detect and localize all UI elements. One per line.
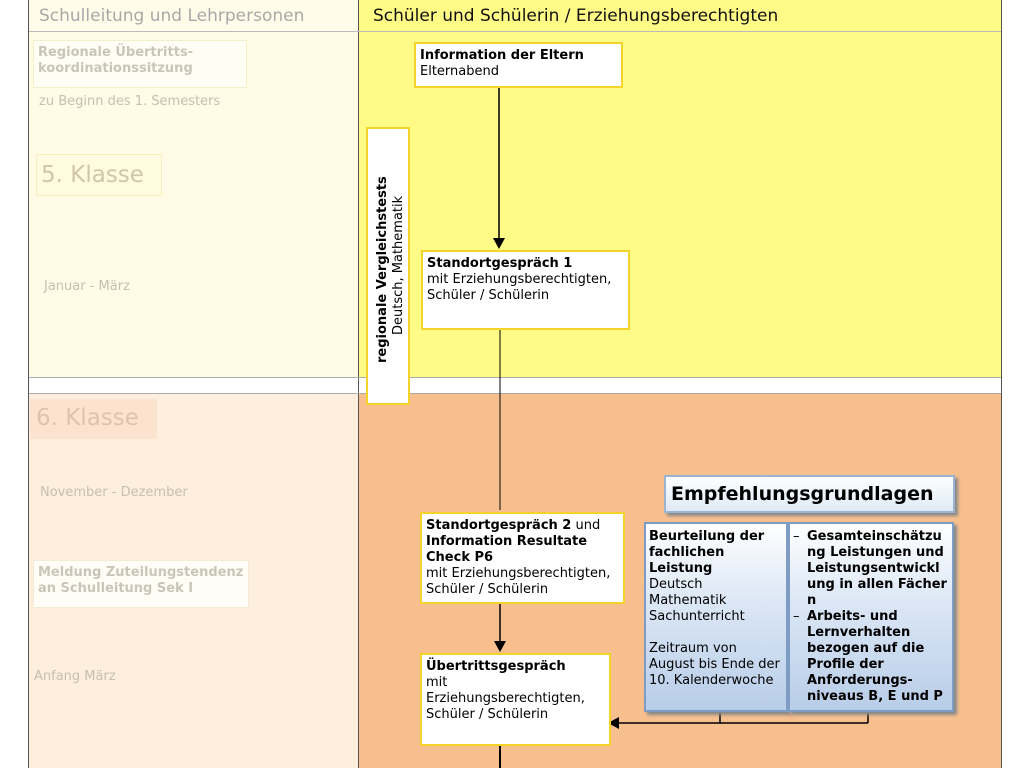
nov-dez-label: November - Dezember [40,485,188,500]
ue-title: Übertrittsgespräch [426,659,566,674]
gesamteinschaetzung-text: Gesamteinschätzung Leistungen und Leistu… [807,529,947,608]
beurteilung-title: Beurteilung der fachlichen Leistung [649,529,765,576]
sg2-title2: Information Resultate Check P6 [426,534,588,565]
arbeitsverhalten-text: Arbeits- und Lernverhalten bezogen auf d… [807,609,943,704]
meldung-label: Meldung Zuteilungstendenz an Schulleitun… [33,560,249,608]
dash-bullet: – [793,609,800,624]
grade-divider-top [29,377,1001,378]
header-right: Schüler und Schülerin / Erziehungsberech… [359,0,1002,32]
info-eltern-title: Information der Eltern [420,48,584,63]
subject-sachunterricht: Sachunterricht [649,609,745,624]
jan-maerz-label: Januar - März [44,279,130,294]
header-left: Schulleitung und Lehrpersonen [29,0,359,32]
koordination-label: Regionale Übertritts-koordinationssitzun… [33,40,247,88]
arrowhead-empfehlung [608,717,619,729]
grade-divider-bottom [29,393,1001,394]
uebertrittsgespraech-box: Übertrittsgespräch mit Erziehungsberecht… [420,653,611,746]
grade5-label: 5. Klasse [36,154,162,196]
sg2-body: mit Erziehungsberechtigten, Schüler / Sc… [426,566,611,597]
sg2-und: und [571,518,601,533]
sg2-title: Standortgespräch 2 [426,518,572,533]
frame-left-line [28,0,29,768]
info-eltern-sub: Elternabend [420,64,499,79]
ue-body: mit Erziehungsberechtigten, Schüler / Sc… [426,675,585,722]
zeitraum-text: Zeitraum von August bis Ende der 10. Kal… [649,641,780,688]
header-divider [29,31,1001,32]
list-item-arbeitsverhalten: – Arbeits- und Lernverhalten bezogen auf… [793,609,948,705]
info-eltern-box: Information der Eltern Elternabend [414,42,623,88]
vergleichstest-box: regionale Vergleichstests Deutsch, Mathe… [366,127,410,405]
anfang-maerz-label: Anfang März [34,669,116,684]
connector-empfehlung-to-ue [617,712,721,724]
subject-mathematik: Mathematik [649,593,727,608]
arrowhead-sg1 [493,238,505,249]
sg1-title: Standortgespräch 1 [427,256,573,271]
frame-right-line [1001,0,1002,768]
semester-label: zu Beginn des 1. Semesters [39,94,221,109]
standortgespraech1-box: Standortgespräch 1 mit Erziehungsberecht… [421,250,630,330]
subject-deutsch: Deutsch [649,577,703,592]
empfehlung-title: Empfehlungsgrundlagen [664,475,955,513]
grade6-label: 6. Klasse [30,399,157,439]
dash-bullet: – [793,529,800,544]
sg1-body: mit Erziehungsberechtigten, Schüler / Sc… [427,272,612,303]
beurteilung-column: Beurteilung der fachlichen Leistung Deut… [644,522,788,712]
standortgespraech2-box: Standortgespräch 2 und Information Resul… [420,512,625,604]
list-item-gesamteinschaetzung: – Gesamteinschätzung Leistungen und Leis… [793,529,948,609]
left-panel-grade5 [29,32,359,377]
arrowhead-ue [494,641,506,652]
gesamteinschaetzung-column: – Gesamteinschätzung Leistungen und Leis… [788,522,954,712]
frame-mid-line [358,0,359,768]
